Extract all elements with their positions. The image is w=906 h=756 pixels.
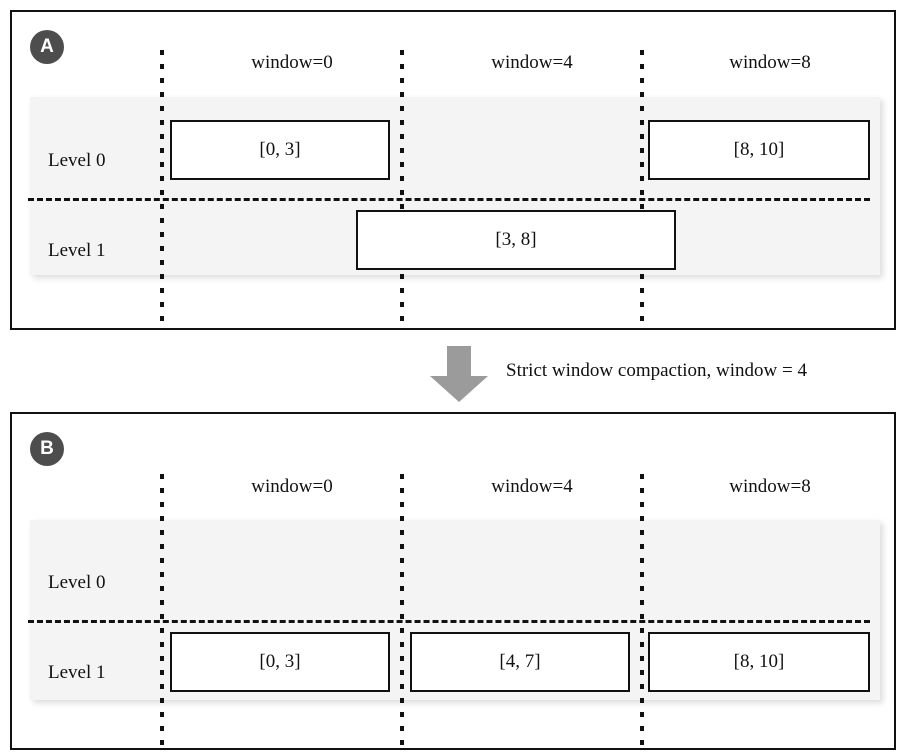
panel-a-level-divider xyxy=(28,198,870,201)
panel-b: B window=0 window=4 window=8 Level 0 Lev… xyxy=(10,412,896,750)
panel-a-level-1-label: Level 1 xyxy=(48,240,106,261)
panel-a-level-1-run-0[interactable]: [3, 8] xyxy=(356,210,676,270)
panel-a-window-label-1: window=4 xyxy=(491,52,573,73)
panel-b-window-line-1 xyxy=(400,474,404,748)
panel-b-level-0-label: Level 0 xyxy=(48,572,106,593)
panel-b-badge: B xyxy=(30,432,64,466)
panel-a-level-0-run-1[interactable]: [8, 10] xyxy=(648,120,870,180)
panel-a-window-label-0: window=0 xyxy=(251,52,333,73)
panel-a-badge: A xyxy=(30,30,64,64)
panel-b-level-1-label: Level 1 xyxy=(48,662,106,683)
transition-caption: Strict window compaction, window = 4 xyxy=(506,360,807,381)
arrow-down-icon xyxy=(430,346,488,402)
panel-a-window-line-1 xyxy=(400,50,404,328)
panel-a-window-line-0 xyxy=(160,50,164,328)
panel-b-level-1-run-0[interactable]: [0, 3] xyxy=(170,632,390,692)
panel-a-window-label-2: window=8 xyxy=(729,52,811,73)
panel-a-level-0-label: Level 0 xyxy=(48,150,106,171)
panel-b-window-label-0: window=0 xyxy=(251,476,333,497)
panel-b-level-1-run-1[interactable]: [4, 7] xyxy=(410,632,630,692)
panel-b-window-line-0 xyxy=(160,474,164,748)
panel-b-window-line-2 xyxy=(640,474,644,748)
panel-b-level-1-run-2[interactable]: [8, 10] xyxy=(648,632,870,692)
panel-a-window-line-2 xyxy=(640,50,644,328)
panel-b-window-label-1: window=4 xyxy=(491,476,573,497)
panel-b-window-label-2: window=8 xyxy=(729,476,811,497)
panel-a-level-0-run-0[interactable]: [0, 3] xyxy=(170,120,390,180)
panel-b-level-divider xyxy=(28,620,870,623)
panel-a: A window=0 window=4 window=8 Level 0 Lev… xyxy=(10,10,896,330)
